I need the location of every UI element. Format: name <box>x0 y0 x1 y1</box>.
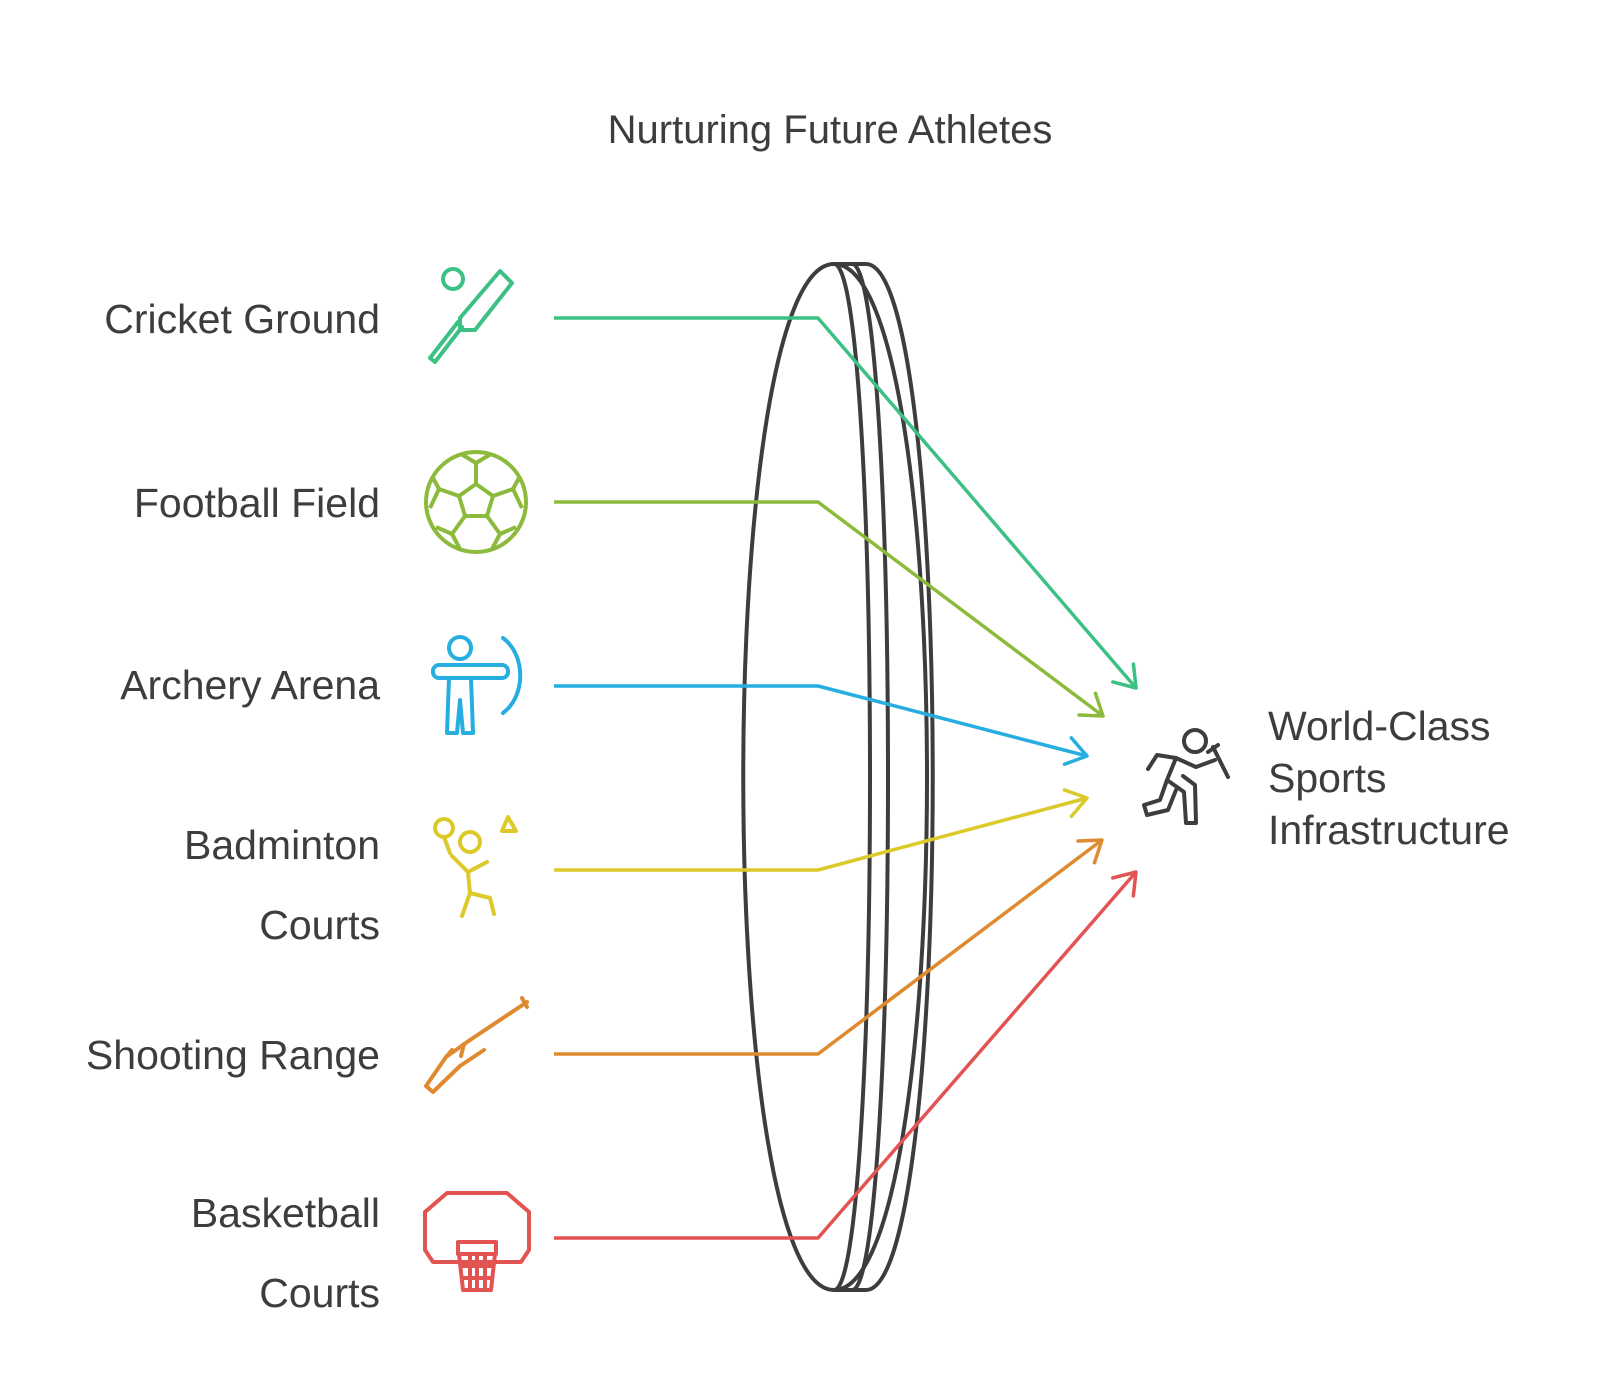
label-shooting-range: Shooting Range <box>85 1032 380 1078</box>
connector-arrowhead <box>1062 736 1089 766</box>
connector-arrowhead <box>1077 691 1105 718</box>
result-label: World-Class Sports Infrastructure <box>1268 700 1510 856</box>
connector-line <box>554 684 1088 758</box>
connector-arrowhead <box>1111 662 1138 690</box>
connector-arrowhead <box>1062 788 1089 819</box>
lens <box>741 261 935 1293</box>
connector-line <box>554 796 1088 872</box>
badminton-player-icon <box>433 815 518 918</box>
connector-arrowhead <box>1076 838 1104 865</box>
connector-line <box>554 316 1138 690</box>
football-icon <box>424 450 528 554</box>
connector-line <box>554 500 1105 718</box>
running-athlete-icon <box>1142 728 1230 825</box>
label-badminton-courts: Badminton Courts <box>183 822 380 948</box>
cricket-bat-icon <box>428 267 514 364</box>
basketball-hoop-icon <box>423 1191 531 1292</box>
result-line-3: Infrastructure <box>1268 807 1510 853</box>
label-cricket-ground: Cricket Ground <box>104 296 380 342</box>
connector-line <box>554 870 1138 1240</box>
result-line-2: Sports <box>1268 755 1387 801</box>
label-archery-arena: Archery Arena <box>120 662 380 708</box>
label-football-field: Football Field <box>133 480 380 526</box>
connector-line <box>554 838 1104 1056</box>
connectors <box>554 316 1138 1240</box>
archer-icon <box>431 635 523 735</box>
connector-arrowhead <box>1111 870 1138 898</box>
rifle-icon <box>424 996 529 1094</box>
result-line-1: World-Class <box>1268 703 1491 749</box>
label-basketball-courts: Basketball Courts <box>190 1190 380 1316</box>
diagram-title: Nurturing Future Athletes <box>607 108 1053 152</box>
